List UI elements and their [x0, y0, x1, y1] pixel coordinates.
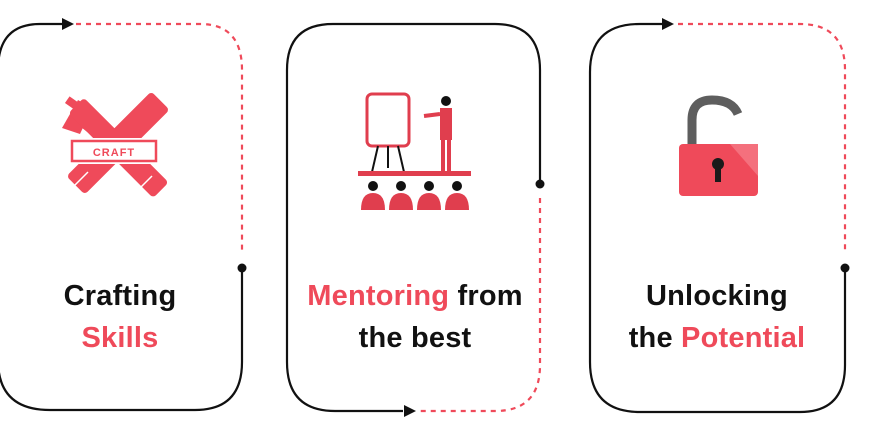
connector-dot	[840, 263, 850, 273]
craft-badge-label: CRAFT	[93, 147, 135, 159]
card-2-frame	[285, 22, 545, 417]
card-3-line-2-plain: the	[628, 322, 682, 354]
unlocked-padlock-icon	[679, 95, 758, 196]
card-1-line-2: Skills	[81, 322, 159, 354]
card-1-caption: Crafting Skills	[0, 275, 240, 359]
card-2-highlight: Mentoring	[307, 280, 450, 312]
card-2-line-1: Mentoring from	[290, 275, 540, 317]
arrow-right-icon	[62, 18, 74, 30]
card-3-highlight: Potential	[681, 322, 806, 354]
card-1-frame	[0, 18, 247, 412]
arrow-right-icon	[404, 405, 416, 417]
card-2-caption: Mentoring from the best	[290, 275, 540, 359]
card-3-frame	[588, 18, 850, 414]
arrow-right-icon	[662, 18, 674, 30]
card-3-line-2: the Potential	[592, 317, 842, 359]
card-3-caption: Unlocking the Potential	[592, 275, 842, 359]
presentation-mentor-icon	[358, 92, 471, 210]
card-2-line-2: the best	[358, 322, 472, 354]
craft-tools-icon: CRAFT	[62, 93, 168, 197]
card-1-line-1: Crafting	[63, 280, 177, 312]
connector-dot	[237, 263, 247, 273]
card-2-line-1-rest: from	[449, 280, 523, 312]
connector-dot	[535, 179, 545, 189]
card-3-line-1: Unlocking	[646, 280, 788, 312]
